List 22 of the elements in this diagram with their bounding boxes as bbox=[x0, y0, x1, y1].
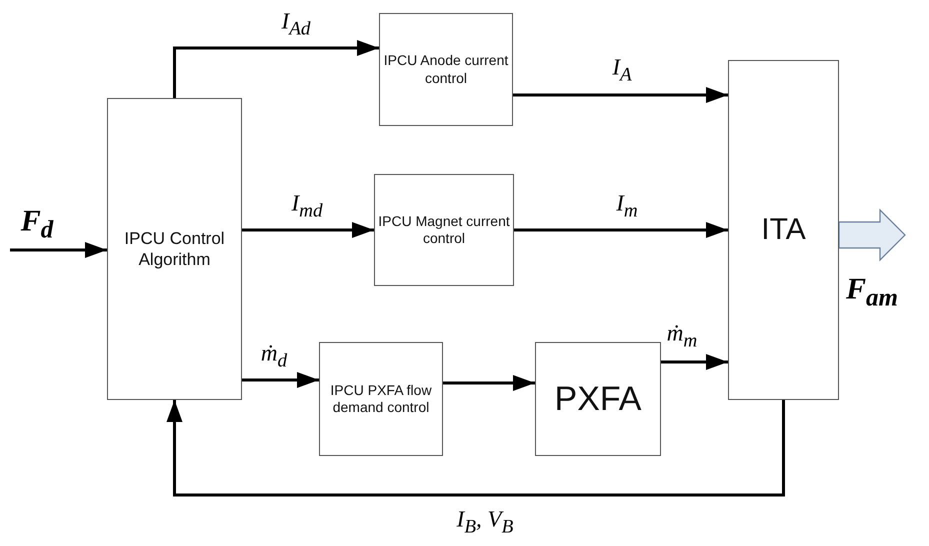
process-box bbox=[319, 342, 443, 456]
arrow bbox=[10, 242, 107, 258]
process-box bbox=[374, 174, 514, 286]
box-label: IPCU Control Algorithm bbox=[123, 228, 226, 270]
box-label: IPCU Anode current control bbox=[382, 52, 510, 87]
arrow bbox=[513, 87, 728, 103]
box-label: ITA bbox=[761, 212, 806, 248]
process-box bbox=[728, 60, 839, 400]
arrow bbox=[173, 40, 379, 98]
arrow bbox=[242, 222, 374, 238]
box-label: IPCU PXFA flow demand control bbox=[329, 382, 433, 416]
box-label: PXFA bbox=[554, 378, 642, 420]
arrow bbox=[661, 354, 728, 370]
arrow bbox=[166, 400, 785, 496]
process-box bbox=[535, 342, 661, 456]
block-arrow bbox=[838, 208, 906, 262]
arrow bbox=[514, 222, 728, 238]
box-label: IPCU Magnet current control bbox=[377, 212, 511, 248]
arrow bbox=[443, 375, 535, 391]
process-box bbox=[379, 13, 513, 126]
arrow bbox=[242, 372, 319, 388]
process-box bbox=[107, 98, 242, 400]
